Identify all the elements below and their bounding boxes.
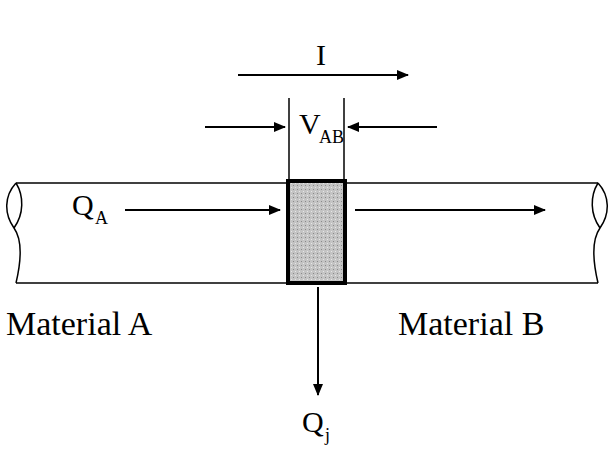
material-label: Material A (6, 307, 152, 341)
current-symbol: I (316, 40, 326, 70)
heat-symbol: Q (302, 407, 324, 437)
junction-heat-arrow (317, 287, 319, 395)
voltage-symbol: V (299, 109, 321, 139)
voltage-subscript: AB (319, 128, 344, 146)
heat-subscript: A (95, 209, 108, 227)
voltage-lead (288, 98, 290, 181)
material-label: Material B (398, 307, 544, 341)
heat-subscript: j (325, 426, 330, 444)
heat-in-arrow (125, 209, 280, 211)
heat-out-arrow (355, 209, 545, 211)
current-arrow (238, 74, 408, 76)
junction-block (288, 181, 345, 283)
voltage-arrow (348, 126, 437, 128)
heat-symbol: Q (72, 190, 94, 220)
voltage-arrow (205, 126, 285, 128)
